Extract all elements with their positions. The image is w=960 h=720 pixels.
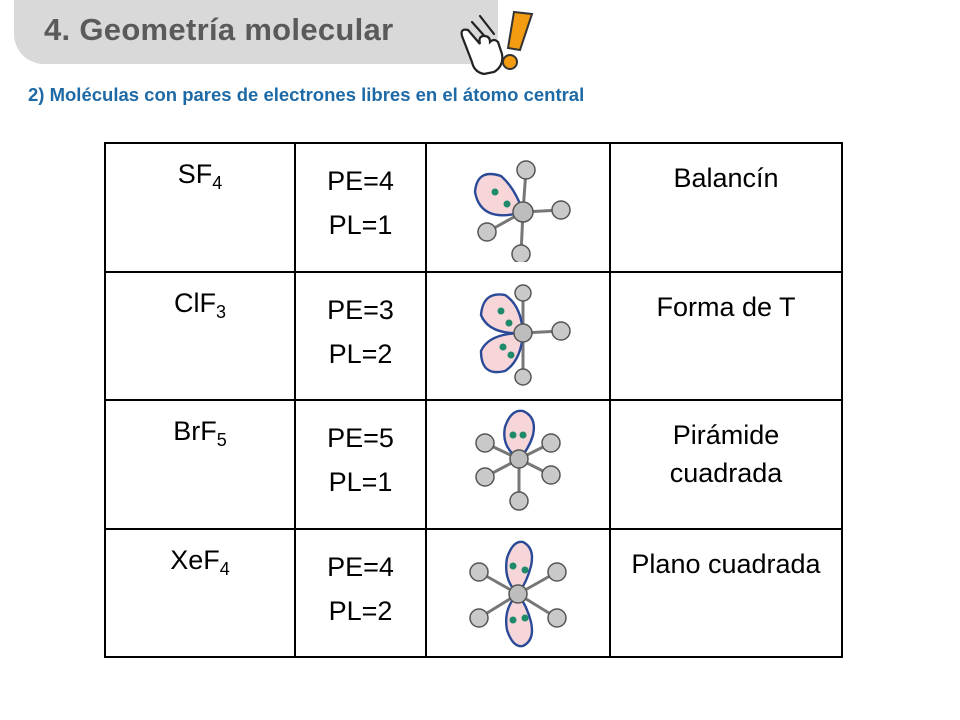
geometry-cell: Plano cuadrada [609, 527, 843, 658]
geometry-name: Balancín [673, 163, 779, 193]
formula: SF4 [177, 159, 223, 193]
geometry-name: Plano cuadrada [631, 548, 821, 579]
table-row: XeF4 PE=4 PL=2 [104, 527, 843, 658]
formula-cell: SF4 [104, 142, 296, 273]
table-row: SF4 PE=4 PL=1 [104, 142, 843, 273]
pl-value: PL=2 [328, 595, 393, 626]
pe-value: PE=4 [327, 166, 394, 196]
page-title: 4. Geometría molecular [44, 12, 394, 47]
subtitle: 2) Moléculas con pares de electrones lib… [28, 84, 585, 105]
table-row: ClF3 PE=3 PL=2 [104, 270, 843, 401]
geometry-cell: Pirámide cuadrada [609, 399, 843, 530]
square-planar-molecule-icon [469, 540, 567, 647]
pe-value: PE=5 [327, 423, 394, 453]
formula: ClF3 [173, 287, 226, 322]
formula: BrF5 [173, 416, 227, 450]
pairs-cell: PE=5 PL=1 [294, 399, 427, 530]
formula-base: XeF [170, 544, 220, 575]
formula-cell: BrF5 [104, 399, 296, 530]
formula-base: ClF [173, 287, 216, 318]
seesaw-molecule-icon [473, 160, 571, 262]
geometry-cell: Forma de T [609, 270, 843, 401]
diagram-cell [425, 142, 611, 273]
geometry-cell: Balancín [609, 142, 843, 273]
pairs-cell: PE=4 PL=2 [294, 527, 427, 658]
formula-cell: ClF3 [104, 270, 296, 401]
geometry-table: SF4 PE=4 PL=1 [104, 142, 843, 658]
formula: XeF4 [170, 544, 230, 579]
diagram-cell [425, 399, 611, 530]
pl-value: PL=1 [328, 210, 393, 240]
title-tab [14, 0, 498, 64]
formula-base: BrF [173, 416, 217, 446]
pairs-cell: PE=4 PL=1 [294, 142, 427, 273]
geometry-name: Forma de T [656, 291, 796, 322]
pl-value: PL=1 [328, 467, 393, 497]
diagram-cell [425, 527, 611, 658]
pe-value: PE=3 [327, 294, 394, 325]
formula-subscript: 5 [216, 430, 227, 450]
geometry-name: Pirámide cuadrada [669, 420, 783, 488]
pe-value: PE=4 [327, 551, 394, 582]
formula-subscript: 4 [219, 558, 230, 579]
pl-value: PL=2 [328, 338, 393, 369]
formula-subscript: 4 [212, 173, 223, 193]
pointing-hand-warning-icon [460, 10, 534, 76]
table-row: BrF5 PE=5 PL=1 [104, 399, 843, 530]
pairs-cell: PE=3 PL=2 [294, 270, 427, 401]
square-pyramidal-molecule-icon [475, 409, 561, 511]
formula-base: SF [177, 159, 213, 189]
formula-subscript: 3 [215, 301, 226, 322]
diagram-cell [425, 270, 611, 401]
formula-cell: XeF4 [104, 527, 296, 658]
t-shaped-molecule-icon [479, 283, 571, 386]
